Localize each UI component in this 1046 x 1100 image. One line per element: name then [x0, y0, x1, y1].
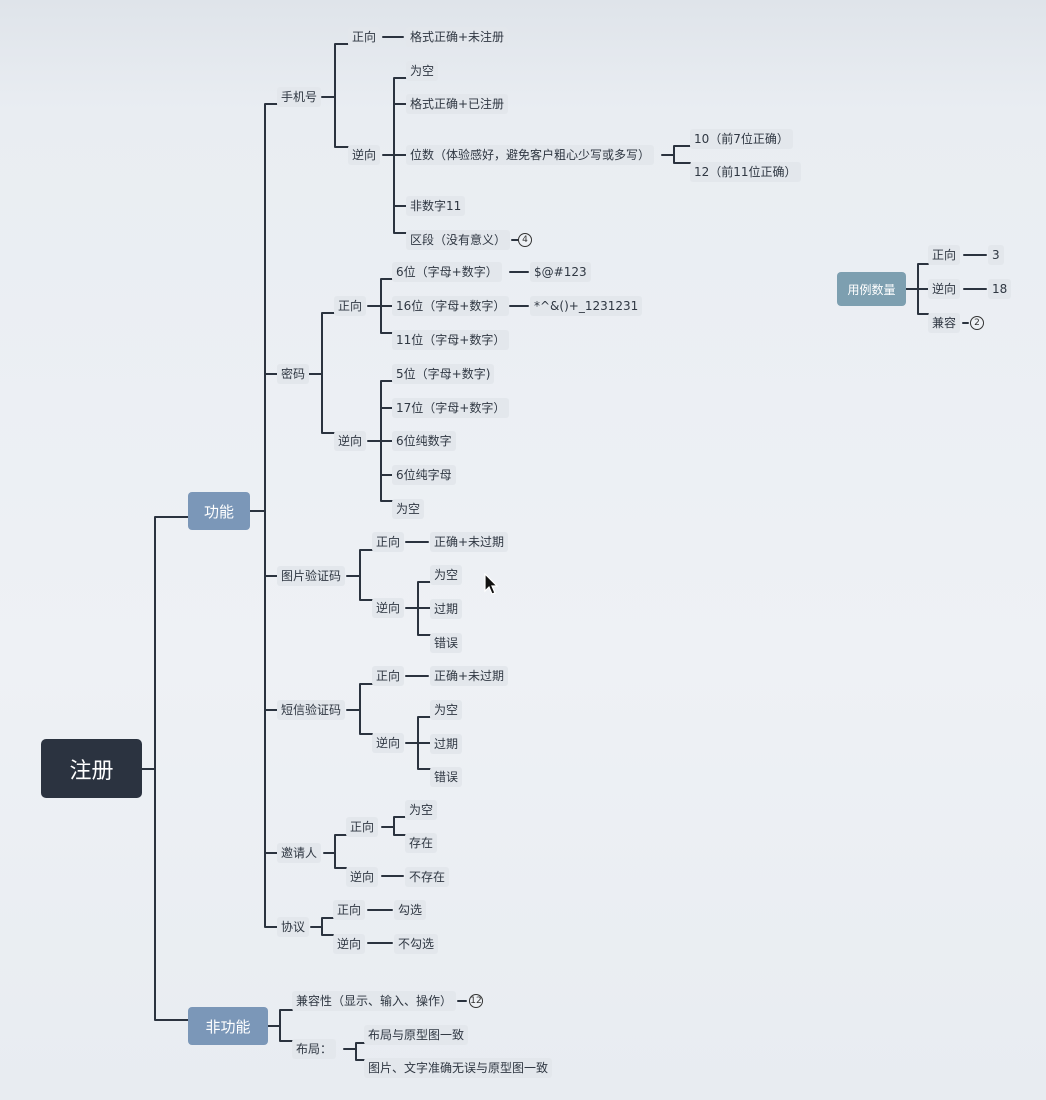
node-agreement[interactable]: 协议	[277, 917, 310, 937]
node-image-captcha[interactable]: 图片验证码	[277, 566, 346, 586]
node-layout[interactable]: 布局：	[292, 1039, 337, 1059]
node-image-captcha-empty[interactable]: 为空	[430, 565, 463, 585]
node-password-17[interactable]: 17位（字母+数字）	[392, 398, 510, 418]
node-password-positive[interactable]: 正向	[334, 296, 367, 316]
node-password-16[interactable]: 16位（字母+数字）	[392, 296, 510, 316]
node-password[interactable]: 密码	[277, 364, 310, 384]
node-count-positive[interactable]: 正向	[928, 245, 961, 265]
node-sms-code-expired[interactable]: 过期	[430, 734, 463, 754]
node-layout-image-text[interactable]: 图片、文字准确无误与原型图一致	[364, 1058, 553, 1078]
node-phone-valid-unregistered[interactable]: 格式正确+未注册	[406, 27, 509, 47]
node-image-captcha-expired[interactable]: 过期	[430, 599, 463, 619]
node-password-6[interactable]: 6位（字母+数字）	[392, 262, 502, 282]
collapsed-count-badge[interactable]: 12	[469, 994, 483, 1008]
node-image-captcha-positive[interactable]: 正向	[372, 532, 405, 552]
node-image-captcha-valid[interactable]: 正确+未过期	[430, 532, 509, 552]
node-sms-code-empty[interactable]: 为空	[430, 700, 463, 720]
node-function[interactable]: 功能	[188, 492, 250, 530]
node-password-5[interactable]: 5位（字母+数字)	[392, 364, 495, 384]
node-sms-code-valid[interactable]: 正确+未过期	[430, 666, 509, 686]
node-inviter-exists[interactable]: 存在	[405, 833, 438, 853]
node-password-letters-only[interactable]: 6位纯字母	[392, 465, 456, 485]
node-inviter-not-exists[interactable]: 不存在	[405, 867, 450, 887]
node-agreement-positive[interactable]: 正向	[333, 900, 366, 920]
node-password-digits-only[interactable]: 6位纯数字	[392, 431, 456, 451]
node-password-16-example[interactable]: *^&()+_1231231	[530, 296, 643, 316]
node-agreement-unchecked[interactable]: 不勾选	[394, 934, 439, 954]
node-phone-digits-10[interactable]: 10（前7位正确）	[690, 129, 793, 149]
node-case-count[interactable]: 用例数量	[837, 272, 906, 306]
node-phone-digits-12[interactable]: 12（前11位正确）	[690, 162, 801, 182]
node-agreement-checked[interactable]: 勾选	[394, 900, 427, 920]
node-sms-code-wrong[interactable]: 错误	[430, 767, 463, 787]
node-sms-code-positive[interactable]: 正向	[372, 666, 405, 686]
node-count-compat[interactable]: 兼容	[928, 313, 961, 333]
collapsed-count-badge[interactable]: 2	[970, 316, 984, 330]
node-nonfunction[interactable]: 非功能	[188, 1007, 268, 1045]
node-phone-empty[interactable]: 为空	[406, 61, 439, 81]
node-sms-code[interactable]: 短信验证码	[277, 700, 346, 720]
node-inviter-negative[interactable]: 逆向	[346, 867, 379, 887]
node-phone[interactable]: 手机号	[277, 87, 322, 107]
node-phone-negative[interactable]: 逆向	[348, 145, 381, 165]
node-inviter-positive[interactable]: 正向	[346, 817, 379, 837]
node-password-6-example[interactable]: $@#123	[530, 262, 591, 282]
node-image-captcha-negative[interactable]: 逆向	[372, 598, 405, 618]
node-inviter[interactable]: 邀请人	[277, 843, 322, 863]
node-password-11[interactable]: 11位（字母+数字）	[392, 330, 510, 350]
node-compatibility[interactable]: 兼容性（显示、输入、操作）	[292, 991, 457, 1011]
node-phone-positive[interactable]: 正向	[348, 27, 381, 47]
node-password-negative[interactable]: 逆向	[334, 431, 367, 451]
node-count-positive-value[interactable]: 3	[988, 245, 1004, 265]
node-phone-registered[interactable]: 格式正确+已注册	[406, 94, 509, 114]
node-agreement-negative[interactable]: 逆向	[333, 934, 366, 954]
root-node[interactable]: 注册	[41, 739, 142, 798]
node-image-captcha-wrong[interactable]: 错误	[430, 633, 463, 653]
node-phone-digits[interactable]: 位数（体验感好，避免客户粗心少写或多写）	[406, 145, 655, 165]
node-sms-code-negative[interactable]: 逆向	[372, 733, 405, 753]
node-layout-match[interactable]: 布局与原型图一致	[364, 1025, 469, 1045]
node-phone-nonnumeric[interactable]: 非数字11	[406, 196, 466, 216]
node-phone-segment[interactable]: 区段（没有意义）	[406, 230, 511, 250]
node-count-negative-value[interactable]: 18	[988, 279, 1012, 299]
node-count-negative[interactable]: 逆向	[928, 279, 961, 299]
node-inviter-empty[interactable]: 为空	[405, 800, 438, 820]
node-password-empty[interactable]: 为空	[392, 499, 425, 519]
mouse-cursor-icon	[484, 573, 499, 595]
collapsed-count-badge[interactable]: 4	[518, 233, 532, 247]
